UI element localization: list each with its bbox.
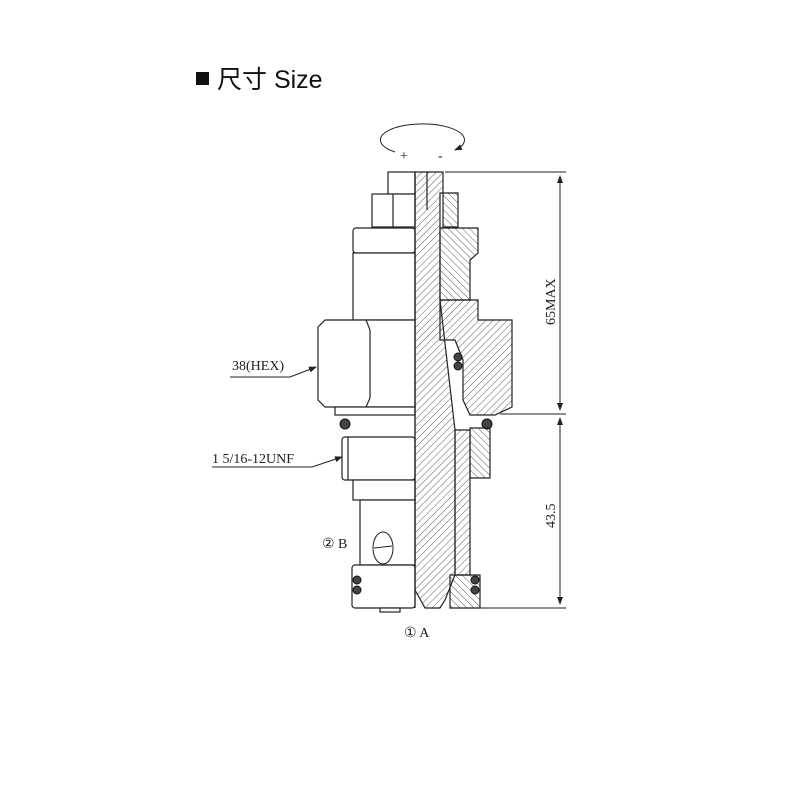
dim-lower-height: 43.5 xyxy=(544,504,559,529)
port-b-hole xyxy=(372,531,394,565)
thread-size-label: 1 5/16-12UNF xyxy=(212,452,294,467)
port-b-label: ② B xyxy=(322,537,347,552)
dimension-lines xyxy=(212,171,566,609)
section-title-text: 尺寸 Size xyxy=(217,66,323,94)
valve-outline-left xyxy=(317,171,416,613)
rotation-minus: - xyxy=(438,149,443,164)
adjust-rotation-icon xyxy=(379,123,465,153)
section-title: 尺寸 Size xyxy=(196,60,323,96)
port-a-label: ① A xyxy=(404,626,430,641)
dim-total-height: 65MAX xyxy=(544,278,559,325)
square-bullet-icon xyxy=(196,71,209,85)
valve-section-right xyxy=(414,171,513,609)
rotation-plus: + xyxy=(400,149,408,164)
hex-size-label: 38(HEX) xyxy=(232,359,284,374)
